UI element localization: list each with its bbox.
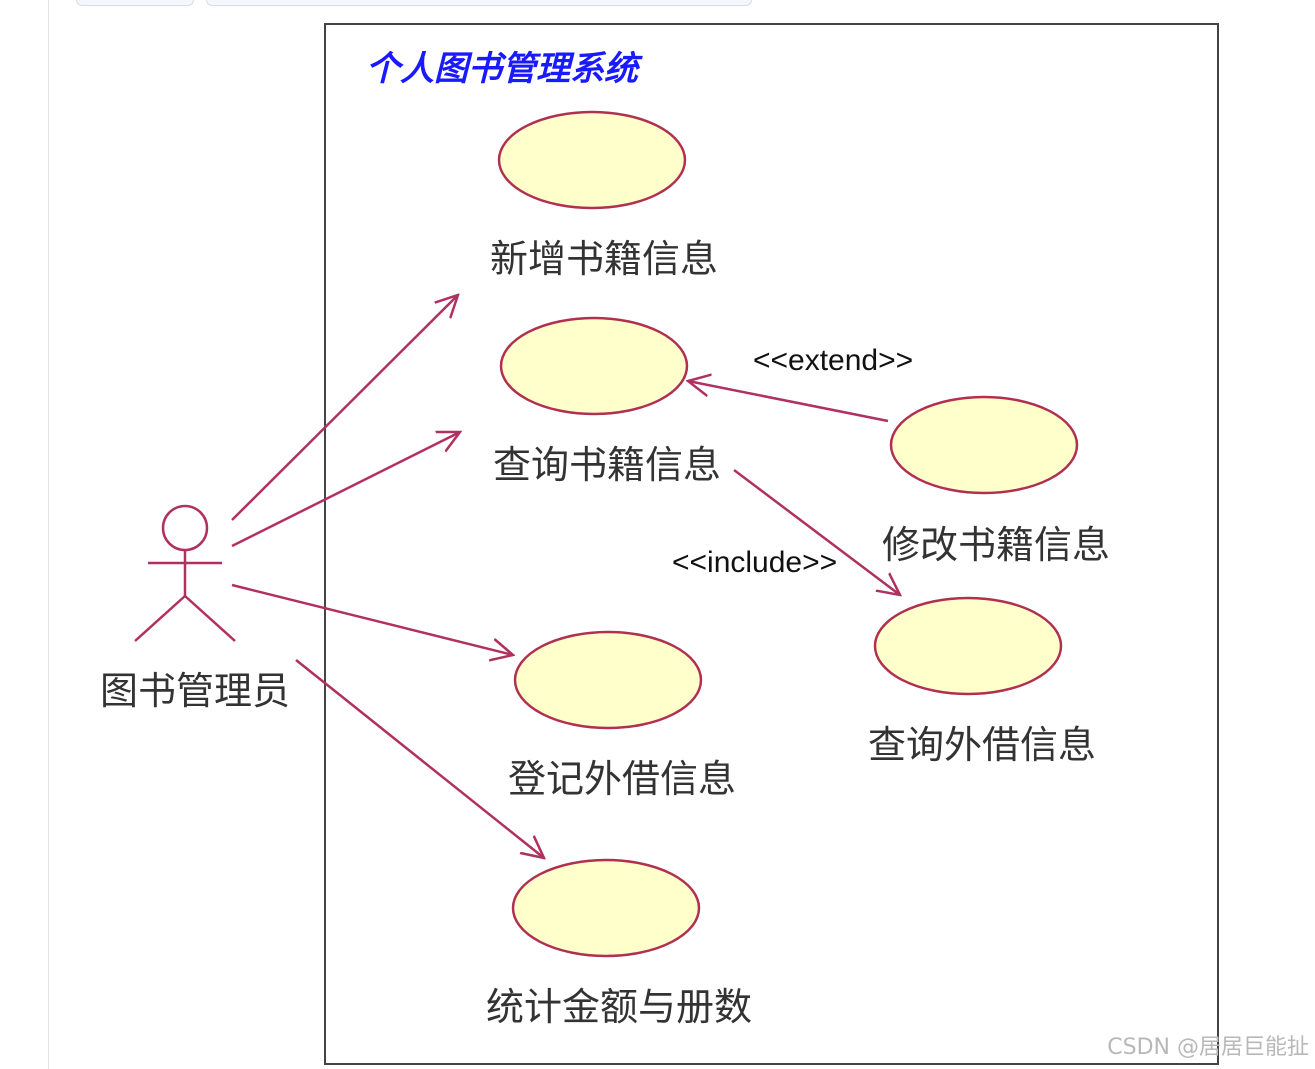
system-title: 个人图书管理系统: [366, 49, 643, 89]
extend-arrow: [688, 381, 889, 423]
use-case-loan-query-label: 查询外借信息: [868, 723, 1096, 767]
use-case-loan-query-ellipse[interactable]: [873, 596, 1063, 696]
association-register-arrow: [231, 583, 513, 655]
use-case-register-label: 登记外借信息: [508, 757, 736, 801]
use-case-stats-label: 统计金额与册数: [486, 985, 752, 1029]
actor-librarian[interactable]: [134, 504, 236, 642]
actor-left-leg: [134, 595, 186, 642]
include-arrow: [733, 469, 900, 595]
include-label: <<include>>: [672, 546, 837, 579]
extend-label: <<extend>>: [753, 344, 913, 377]
actor-head: [161, 504, 209, 552]
association-stats-arrow: [295, 659, 544, 858]
use-case-stats-ellipse[interactable]: [511, 858, 701, 958]
use-case-query-label: 查询书籍信息: [493, 443, 721, 487]
association-add-arrow: [231, 295, 458, 521]
page-left-rule: [48, 0, 49, 1069]
association-query-arrow: [231, 432, 460, 548]
use-case-query-ellipse[interactable]: [499, 316, 689, 416]
actor-label: 图书管理员: [100, 669, 290, 713]
system-boundary: [324, 23, 1219, 1065]
use-case-modify-label: 修改书籍信息: [882, 523, 1110, 567]
use-case-add-ellipse[interactable]: [497, 110, 687, 210]
use-case-register-ellipse[interactable]: [513, 630, 703, 730]
watermark: CSDN @居居巨能扯: [1107, 1035, 1309, 1060]
use-case-modify-ellipse[interactable]: [889, 395, 1079, 495]
actor-right-leg: [184, 595, 236, 642]
use-case-add-label: 新增书籍信息: [490, 237, 718, 281]
